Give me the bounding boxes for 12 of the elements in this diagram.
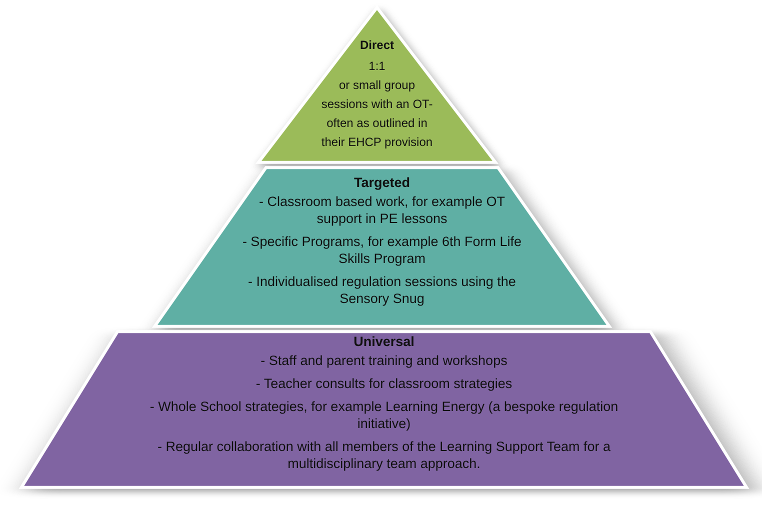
tier-heading: Direct (360, 37, 394, 54)
tier-text: - Regular collaboration with all members of the Learning Support Team for a multidisciplinary team approach. (156, 438, 612, 472)
tier-text: - Specific Programs, for example 6th Form Life Skills Program (241, 233, 523, 267)
tier-text: 1:1 (368, 58, 386, 75)
tier-heading: Universal (354, 333, 414, 350)
tier-heading: Targeted (354, 174, 410, 191)
tier-text: - Classroom based work, for example OT support in PE lessons (258, 193, 506, 227)
tier-text: - Individualised regulation sessions using the Sensory Snug (247, 273, 517, 307)
tier-text: - Staff and parent training and workshops (260, 352, 508, 369)
tier-text: - Whole School strategies, for example Learning Energy (a bespoke regulation initiative) (148, 398, 620, 432)
tier-text: - Teacher consults for classroom strategies (256, 375, 512, 392)
tier-text: or small group sessions with an OT- often as outlined in their EHCP provision (320, 77, 434, 151)
